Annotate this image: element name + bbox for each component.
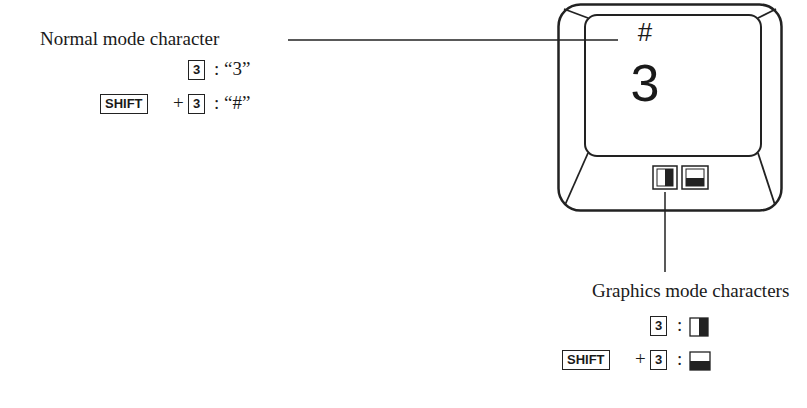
annotation-text: : “3” [214, 58, 250, 80]
key-name: SHIFT [567, 352, 605, 367]
key-box: 3 [188, 60, 205, 80]
key-name: SHIFT [105, 96, 143, 111]
key-box: SHIFT [562, 350, 610, 370]
graphics-glyph [690, 352, 710, 370]
annotation-text: Graphics mode characters [592, 280, 789, 302]
leader-line [664, 192, 666, 272]
keycap: #3 [557, 3, 783, 213]
key-box: 3 [188, 94, 205, 114]
annotation-text: : “#” [214, 92, 250, 114]
keycap-outline [557, 3, 783, 213]
shift-character: # [627, 17, 663, 47]
key-name: 3 [655, 318, 662, 333]
annotation-text: Normal mode character [40, 28, 219, 50]
leader-line [288, 39, 618, 41]
key-name: 3 [655, 352, 662, 367]
key-character: 3 [617, 53, 673, 113]
key-box: 3 [650, 316, 667, 336]
key-name: 3 [193, 62, 200, 77]
key-box: SHIFT [100, 94, 148, 114]
graphics-glyph [690, 318, 708, 336]
annotation-text: + [635, 348, 646, 370]
key-box: 3 [650, 350, 667, 370]
annotation-text: + [173, 92, 184, 114]
key-name: 3 [193, 96, 200, 111]
annotation-text: : [677, 348, 682, 370]
annotation-text: : [677, 314, 682, 336]
